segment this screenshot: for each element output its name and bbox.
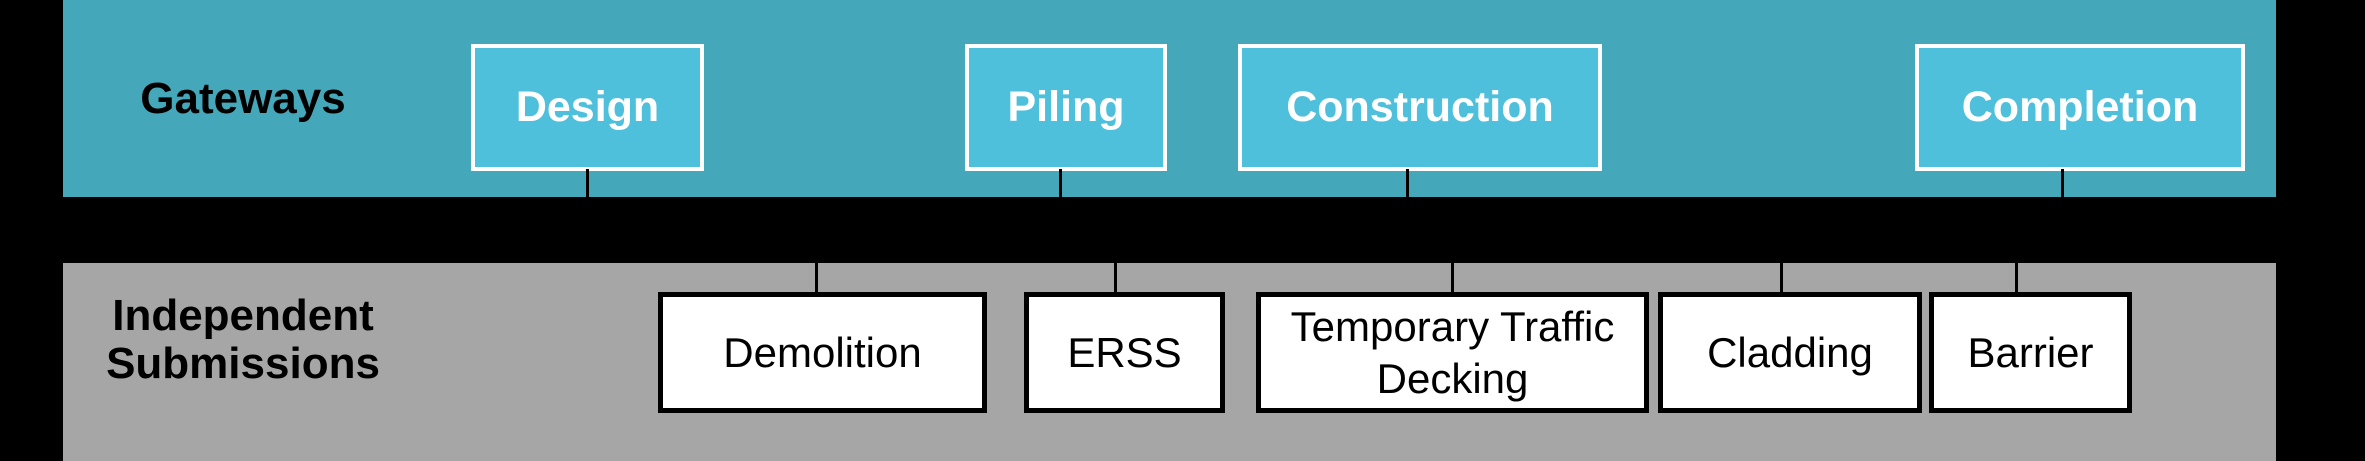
submissions-band-label-line1: Independent: [112, 291, 374, 340]
gateway-box-design: Design: [471, 44, 704, 171]
gateways-band-label: Gateways: [140, 73, 346, 123]
connector-design: [586, 169, 589, 198]
connector-cladding: [1780, 263, 1783, 294]
submission-box-temporary-traffic-decking: Temporary Traffic Decking: [1256, 292, 1649, 413]
submission-box-demolition: Demolition: [658, 292, 987, 413]
connector-temporary-traffic-decking: [1451, 263, 1454, 294]
submission-box-label: Demolition: [723, 328, 922, 376]
gateway-box-label: Design: [515, 83, 660, 131]
connector-erss: [1114, 263, 1117, 294]
submission-box-label: Barrier: [1967, 328, 2094, 376]
submissions-band-label-line2: Submissions: [106, 339, 380, 388]
connector-construction: [1406, 169, 1409, 198]
connector-demolition: [815, 263, 818, 294]
gateway-box-label: Piling: [1007, 83, 1125, 131]
gateway-box-completion: Completion: [1915, 44, 2245, 171]
gateway-box-construction: Construction: [1238, 44, 1602, 171]
gateways-band: [63, 0, 2276, 197]
submission-box-label: ERSS: [1067, 328, 1182, 376]
connector-completion: [2061, 169, 2064, 198]
gateway-box-label: Construction: [1286, 83, 1554, 131]
submission-box-erss: ERSS: [1024, 292, 1225, 413]
gateway-box-piling: Piling: [965, 44, 1167, 171]
gateway-box-label: Completion: [1961, 83, 2199, 131]
submission-box-cladding: Cladding: [1658, 292, 1922, 413]
submission-box-label: Cladding: [1707, 328, 1873, 376]
submission-box-barrier: Barrier: [1929, 292, 2132, 413]
connector-piling: [1059, 169, 1062, 198]
submission-box-label: Temporary Traffic Decking: [1290, 302, 1615, 402]
connector-barrier: [2015, 263, 2018, 294]
submissions-band-label: Independent Submissions: [63, 292, 423, 388]
